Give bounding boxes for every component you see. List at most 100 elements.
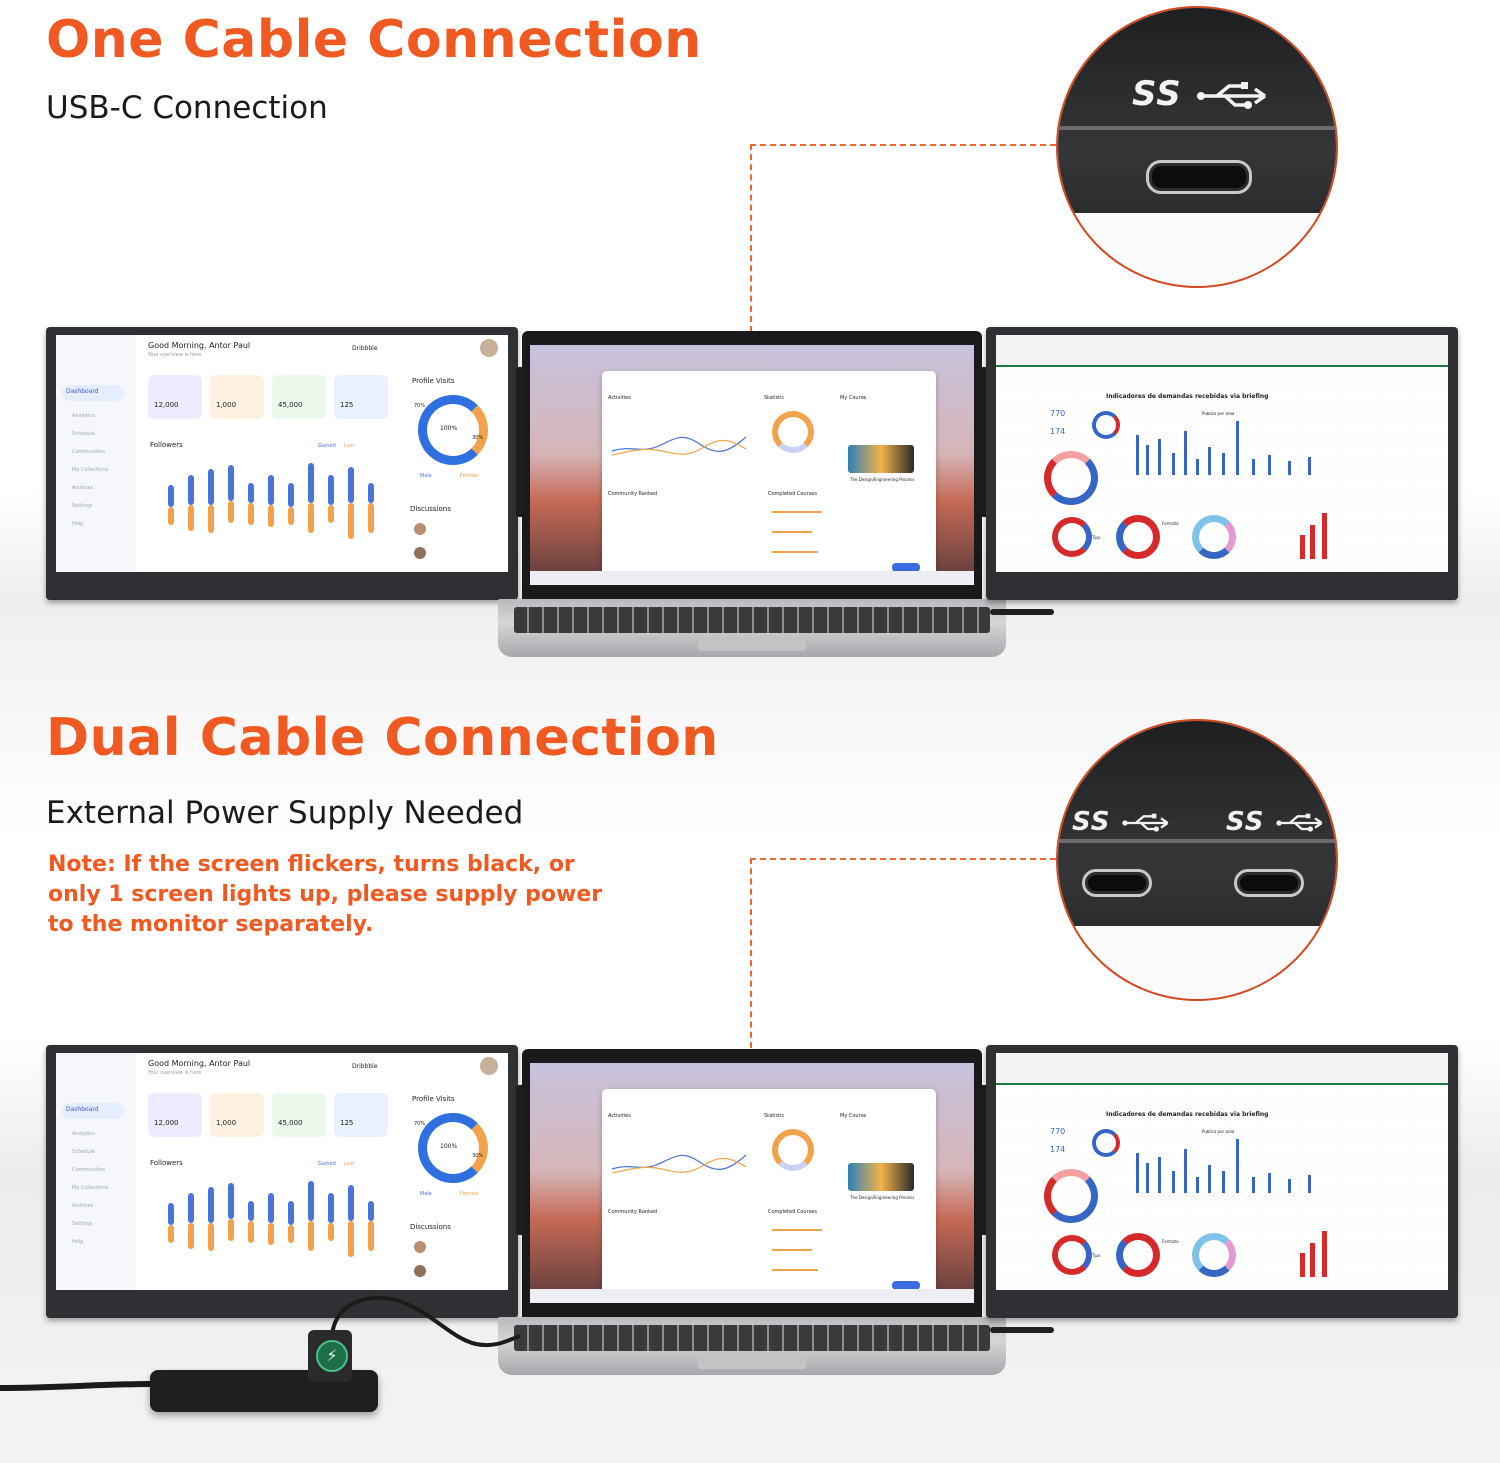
tipo-label: Tipo — [1092, 535, 1101, 540]
callout-line-vertical-2 — [750, 858, 752, 1048]
section-one-subtitle: USB-C Connection — [46, 90, 328, 126]
legend-gained-2: Gained — [318, 1161, 336, 1167]
statistic-label: Statistic — [764, 395, 785, 401]
usb-c-cable-2 — [990, 1327, 1054, 1333]
statistic-gauge-2 — [772, 1129, 814, 1171]
nav-help[interactable]: Help — [72, 521, 84, 527]
nav-communities[interactable]: Communities — [72, 449, 106, 455]
course-app-window-2: Activities Statistic My Course The Desig… — [602, 1089, 936, 1295]
profile-pct-main: 100% — [440, 425, 458, 432]
nav-help-2[interactable]: Help — [72, 1239, 84, 1245]
nav-dashboard-2[interactable]: Dashboard — [66, 1106, 99, 1113]
profile-pct-a-2: 70% — [414, 1121, 426, 1127]
process-label: The Design/Engineering Process — [850, 477, 915, 482]
gender-female: Female — [460, 473, 479, 479]
windows-taskbar — [530, 571, 974, 585]
stat-3: 45,000 — [278, 401, 303, 409]
donut-2-2 — [1052, 1235, 1092, 1275]
discussions-label-2: Discussions — [410, 1223, 451, 1231]
avatar-2[interactable] — [480, 1057, 498, 1075]
nav-schedule-2[interactable]: Schedule — [72, 1149, 95, 1155]
profile-visits-label: Profile Visits — [412, 377, 455, 385]
right-hinge-2 — [980, 1085, 989, 1235]
legend-lost: Lost — [344, 443, 355, 449]
usb-c-port-icon-left — [1082, 869, 1152, 897]
nav-analytics-2[interactable]: Analytics — [72, 1131, 95, 1137]
publico-label: Publico por area — [1202, 411, 1235, 416]
followers-label-2: Followers — [150, 1159, 183, 1167]
avatar[interactable] — [480, 339, 498, 357]
greeting-text-2: Good Morning, Antor Paul — [148, 1059, 251, 1068]
usb-c-port-icon-right — [1234, 869, 1304, 897]
nav-collections-2[interactable]: My Collections — [72, 1185, 109, 1191]
discussion-avatar-1 — [414, 523, 426, 535]
donut-1-2 — [1044, 1169, 1098, 1223]
nav-settings[interactable]: Settings — [72, 503, 93, 509]
course-banner — [848, 445, 914, 473]
dashboard-sidebar: Dashboard Analytics Schedule Communities… — [56, 335, 136, 572]
discussions-label: Discussions — [410, 505, 451, 513]
left-hinge — [516, 367, 525, 517]
nav-archives[interactable]: Archives — [72, 485, 94, 491]
port-zoom-single: SS — [1056, 6, 1338, 288]
small-donut — [1092, 411, 1120, 439]
left-monitor-2: Dashboard Analytics Schedule Communities… — [46, 1045, 518, 1318]
laptop-lid: Activities Statistic My Course The Desig… — [522, 331, 982, 599]
spreadsheet-ribbon-2 — [996, 1053, 1448, 1085]
laptop-keyboard — [514, 607, 990, 633]
kpi-b-2: 174 — [1050, 1145, 1066, 1154]
nav-communities-2[interactable]: Communities — [72, 1167, 106, 1173]
nav-settings-2[interactable]: Settings — [72, 1221, 93, 1227]
profile-visits-donut — [418, 395, 488, 465]
ss-logo-right: SS — [1226, 807, 1265, 837]
legend-gained: Gained — [318, 443, 336, 449]
laptop-lid-2: Activities Statistic My Course The Desig… — [522, 1049, 982, 1317]
donut-3 — [1116, 515, 1160, 559]
community-label: Community Ranked — [608, 491, 658, 497]
section-two-subtitle: External Power Supply Needed — [46, 795, 524, 831]
right-monitor-screen-2: Indicadores de demandas recebidas via br… — [996, 1053, 1448, 1290]
ss-logo-text: SS — [1132, 74, 1182, 114]
left-monitor: Dashboard Analytics Schedule Communities… — [46, 327, 518, 600]
laptop-keyboard-2 — [514, 1325, 990, 1351]
view-button[interactable] — [892, 563, 920, 572]
nav-collections[interactable]: My Collections — [72, 467, 109, 473]
stat-3-2: 45,000 — [278, 1119, 303, 1127]
usb-trident-icon — [1196, 81, 1266, 109]
monitor-setup-one: Dashboard Analytics Schedule Communities… — [46, 327, 1458, 667]
profile-pct-a: 70% — [414, 403, 426, 409]
gender-female-2: Female — [460, 1191, 479, 1197]
kpi-b: 174 — [1050, 427, 1066, 436]
brand-label-2: Dribbble — [352, 1063, 378, 1070]
right-hinge — [980, 367, 989, 517]
stat-2: 1,000 — [216, 401, 237, 409]
legend-lost-2: Lost — [344, 1161, 355, 1167]
stat-4-2: 125 — [340, 1119, 354, 1127]
laptop-2: Activities Statistic My Course The Desig… — [498, 1049, 1006, 1379]
nav-schedule[interactable]: Schedule — [72, 431, 95, 437]
statistic-label-2: Statistic — [764, 1113, 785, 1119]
laptop-screen: Activities Statistic My Course The Desig… — [530, 345, 974, 585]
section-two-title: Dual Cable Connection — [46, 708, 719, 768]
followers-label: Followers — [150, 441, 183, 449]
nav-analytics[interactable]: Analytics — [72, 413, 95, 419]
activities-line-chart-2 — [611, 1154, 747, 1174]
donut-3-2 — [1116, 1233, 1160, 1277]
usb-superspeed-icon-right: SS — [1226, 807, 1327, 837]
view-button-2[interactable] — [892, 1281, 920, 1290]
stat-1: 12,000 — [154, 401, 179, 409]
monitor-setup-two: Dashboard Analytics Schedule Communities… — [46, 1045, 1458, 1385]
stat-4: 125 — [340, 401, 354, 409]
left-monitor-screen-2: Dashboard Analytics Schedule Communities… — [56, 1053, 508, 1290]
activities-label: Activities — [608, 395, 631, 401]
profile-pct-b-2: 30% — [472, 1153, 484, 1159]
formato-label: Formato — [1162, 521, 1179, 526]
profile-visits-donut-2 — [418, 1113, 488, 1183]
spreadsheet-chart-title-2: Indicadores de demandas recebidas via br… — [1106, 1111, 1269, 1118]
stat-2-2: 1,000 — [216, 1119, 237, 1127]
profile-pct-b: 30% — [472, 435, 484, 441]
nav-archives-2[interactable]: Archives — [72, 1203, 94, 1209]
left-monitor-screen: Dashboard Analytics Schedule Communities… — [56, 335, 508, 572]
power-bolt-icon: ⚡ — [316, 1340, 348, 1372]
nav-dashboard[interactable]: Dashboard — [66, 388, 99, 395]
